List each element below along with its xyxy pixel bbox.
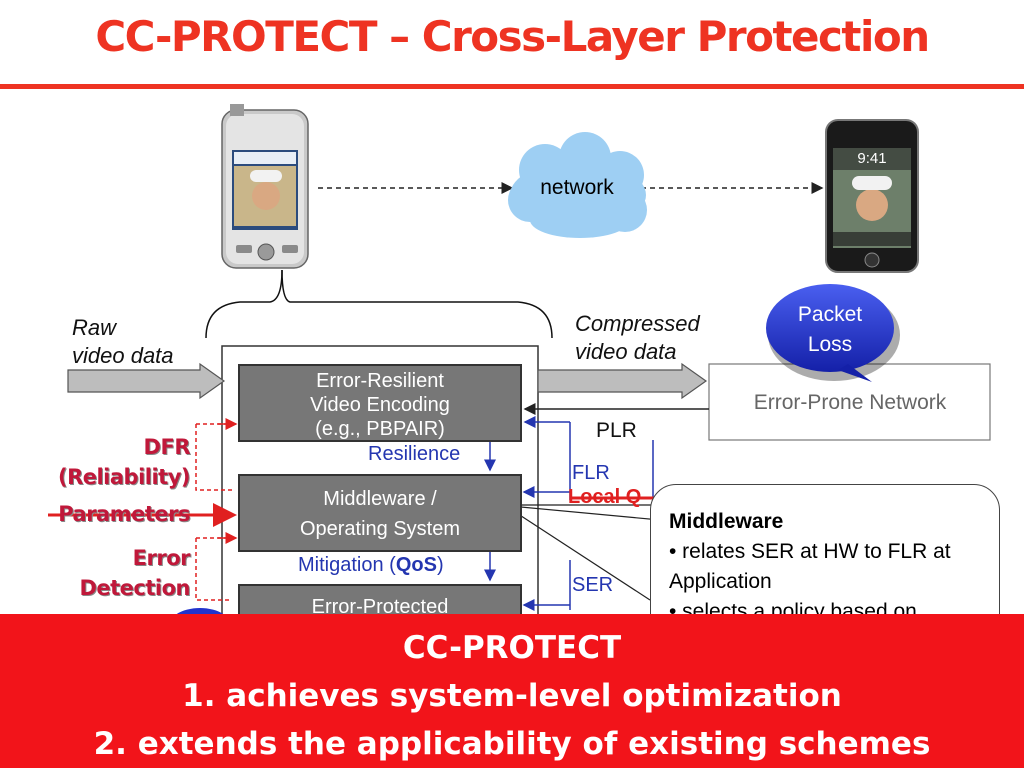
packet-loss-bubble xyxy=(766,284,900,382)
banner-line-2: 1. achieves system-level optimization xyxy=(182,678,842,714)
error-prone-network-label: Error-Prone Network xyxy=(753,391,947,414)
resilience-label: Resilience xyxy=(368,443,461,465)
parameters-label: Parameters xyxy=(58,502,190,526)
iphone-clock: 9:41 xyxy=(857,150,887,167)
packet-loss-label: Packet Loss xyxy=(797,303,863,356)
encoding-layer-box: Error-Resilient Video Encoding (e.g., PB… xyxy=(238,364,522,442)
plr-label: PLR xyxy=(596,419,637,442)
local-qos-label: Local Q xyxy=(568,486,642,508)
pda-phone-image xyxy=(221,104,309,269)
raw-video-label: Raw video data xyxy=(72,315,174,368)
mitigation-qos: QoS xyxy=(395,554,437,576)
error-detection-label: Error Detection xyxy=(79,546,190,600)
banner-line-1: CC-PROTECT xyxy=(402,630,622,666)
dfr-reliability-label: DFR (Reliability) xyxy=(57,435,191,489)
ser-label: SER xyxy=(572,574,614,596)
iphone-image xyxy=(825,119,919,273)
raw-video-arrow xyxy=(67,362,226,400)
mitigation-suffix: ) xyxy=(436,554,444,576)
callout-heading: Middleware xyxy=(669,510,784,533)
flr-label: FLR xyxy=(572,462,610,484)
compressed-video-label: Compressed video data xyxy=(575,311,700,364)
mitigation-label: Mitigation (QoS) xyxy=(298,554,444,577)
network-label: network xyxy=(540,176,614,199)
slide-title: CC-PROTECT – Cross-Layer Protection xyxy=(95,12,930,61)
compressed-video-arrow xyxy=(537,362,708,400)
network-cloud-shape xyxy=(508,132,647,238)
title-underline xyxy=(0,84,1024,89)
middleware-layer-box: Middleware / Operating System xyxy=(238,474,522,552)
summary-banner: CC-PROTECT 1. achieves system-level opti… xyxy=(0,614,1024,768)
banner-line-3: 2. extends the applicability of existing… xyxy=(93,726,931,762)
callout-bullet-1: • relates SER at HW to FLR at Applicatio… xyxy=(669,540,951,593)
mitigation-prefix: Mitigation ( xyxy=(298,554,396,576)
